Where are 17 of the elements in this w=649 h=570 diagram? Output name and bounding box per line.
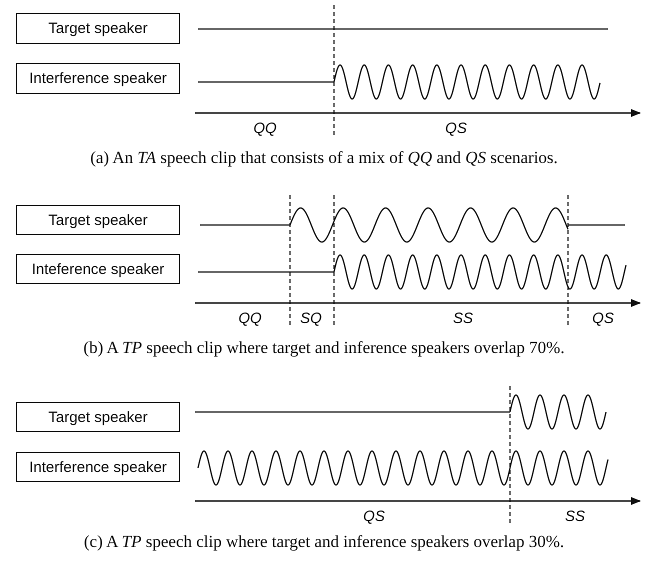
- segment-label: QS: [363, 508, 385, 525]
- caption: (a) An TA speech clip that consists of a mix of QQ and QS scenarios.: [90, 148, 558, 168]
- speaker-label-box: Target speaker: [16, 205, 180, 235]
- caption: (c) A TP speech clip where target and inference speakers overlap 30%.: [84, 532, 564, 552]
- speaker-label-box: Target speaker: [16, 13, 180, 44]
- speaker-label-box: Inteference speaker: [16, 254, 180, 284]
- segment-label: QQ: [253, 120, 277, 137]
- segment-label: SS: [565, 508, 585, 525]
- speaker-label-box: Target speaker: [16, 402, 180, 432]
- segment-label: QQ: [238, 310, 262, 327]
- segment-label: SS: [453, 310, 473, 327]
- caption: (b) A TP speech clip where target and inference speakers overlap 70%.: [83, 338, 565, 358]
- segment-label: SQ: [300, 310, 322, 327]
- segment-label: QS: [445, 120, 467, 137]
- speaker-label-box: Interference speaker: [16, 452, 180, 482]
- segment-label: QS: [592, 310, 614, 327]
- speaker-label-box: Interference speaker: [16, 63, 180, 94]
